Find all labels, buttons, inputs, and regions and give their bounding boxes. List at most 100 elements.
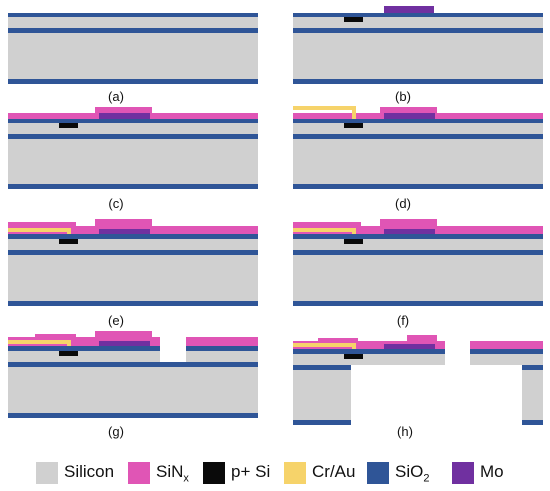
panel-label: (a) bbox=[108, 89, 124, 104]
sio2-top-layer bbox=[293, 13, 543, 17]
sio2-bottom-layer bbox=[293, 301, 543, 306]
p-plus-si-doping bbox=[344, 123, 363, 128]
cr-au-contact-horizontal bbox=[293, 228, 356, 232]
panel-label: (g) bbox=[108, 424, 124, 439]
p-plus-si-doping bbox=[59, 351, 78, 356]
sio2-box-layer bbox=[293, 134, 543, 139]
legend-swatch-mo bbox=[452, 462, 474, 484]
sio2-bottom-layer bbox=[293, 184, 543, 189]
mo-electrode bbox=[99, 229, 150, 234]
mo-electrode bbox=[384, 344, 435, 349]
device-silicon-layer bbox=[8, 17, 258, 28]
panel-label: (h) bbox=[397, 424, 413, 439]
panel-h: (h) bbox=[293, 335, 543, 439]
sio2-top-layer-right bbox=[186, 346, 258, 351]
legend-swatch-sio2 bbox=[367, 462, 389, 484]
sinx-bump bbox=[95, 107, 152, 113]
legend-item-mo: Mo bbox=[452, 462, 504, 484]
sio2-box-layer bbox=[293, 28, 543, 33]
panel-label: (c) bbox=[108, 196, 123, 211]
mo-electrode bbox=[99, 113, 150, 119]
sio2-top-layer-right bbox=[470, 349, 543, 354]
sio2-bottom-layer-left bbox=[293, 420, 351, 425]
sio2-bottom-layer bbox=[8, 79, 258, 84]
device-silicon-layer bbox=[293, 17, 543, 28]
device-silicon-layer bbox=[8, 351, 160, 362]
cr-au-contact-horizontal bbox=[8, 340, 71, 344]
panel-b: (b) bbox=[293, 6, 543, 104]
panel-d: (d) bbox=[293, 106, 543, 211]
cr-au-contact-horizontal bbox=[8, 228, 71, 232]
legend-label-p-plus-si: p+ Si bbox=[231, 461, 271, 481]
panel-label: (b) bbox=[395, 89, 411, 104]
legend-item-sinx: SiNx bbox=[128, 462, 189, 484]
legend-label-silicon: Silicon bbox=[64, 461, 115, 481]
sio2-box-layer bbox=[8, 362, 258, 367]
sio2-box-layer bbox=[8, 250, 258, 255]
legend-label-mo: Mo bbox=[480, 461, 504, 481]
silicon-substrate bbox=[8, 367, 258, 413]
sinx-bump bbox=[380, 219, 437, 226]
panel-label: (d) bbox=[395, 196, 411, 211]
legend-swatch-p-plus-si bbox=[203, 462, 225, 484]
mo-electrode bbox=[384, 229, 435, 234]
device-silicon-layer bbox=[8, 239, 258, 250]
p-plus-si-doping bbox=[344, 17, 363, 22]
cr-au-contact-horizontal bbox=[293, 106, 356, 110]
p-plus-si-doping bbox=[59, 123, 78, 128]
silicon-substrate-left bbox=[293, 370, 351, 420]
sinx-bump bbox=[95, 219, 152, 226]
sio2-box-layer bbox=[293, 250, 543, 255]
sio2-box-layer bbox=[8, 28, 258, 33]
sio2-box-layer bbox=[8, 134, 258, 139]
silicon-substrate bbox=[293, 33, 543, 79]
sinx-bump bbox=[95, 331, 152, 337]
p-plus-si-doping bbox=[344, 354, 363, 359]
sio2-bottom-layer bbox=[8, 301, 258, 306]
legend-label-cr-au: Cr/Au bbox=[312, 461, 356, 481]
sio2-top-layer bbox=[293, 119, 543, 123]
panel-e: (e) bbox=[8, 219, 258, 328]
sio2-bottom-layer-right bbox=[522, 420, 543, 425]
legend-item-p-plus-si: p+ Si bbox=[203, 462, 270, 484]
legend-item-cr-au: Cr/Au bbox=[284, 462, 355, 484]
p-plus-si-doping bbox=[59, 239, 78, 244]
legend-label-sinx: SiNx bbox=[156, 461, 189, 485]
device-silicon-layer-right bbox=[186, 351, 258, 362]
legend-item-sio2: SiO2 bbox=[367, 462, 429, 484]
sinx-passivation-layer bbox=[293, 341, 445, 349]
legend-swatch-silicon bbox=[36, 462, 58, 484]
legend-label-sio2: SiO2 bbox=[395, 461, 430, 485]
cr-au-contact-horizontal bbox=[293, 343, 356, 347]
panel-label: (e) bbox=[108, 313, 124, 328]
sinx-bump bbox=[380, 107, 437, 113]
sio2-bottom-layer bbox=[8, 184, 258, 189]
sinx-right-segment bbox=[470, 341, 543, 349]
silicon-substrate bbox=[293, 255, 543, 301]
panel-c: (c) bbox=[8, 107, 258, 211]
panel-g: (g) bbox=[8, 331, 258, 439]
sinx-passivation-layer bbox=[8, 337, 160, 346]
silicon-substrate bbox=[8, 33, 258, 79]
panel-label: (f) bbox=[397, 313, 409, 328]
legend-item-silicon: Silicon bbox=[36, 462, 114, 484]
p-plus-si-doping bbox=[344, 239, 363, 244]
sio2-top-layer bbox=[8, 346, 160, 351]
device-silicon-layer bbox=[293, 354, 445, 365]
legend-swatch-cr-au bbox=[284, 462, 306, 484]
sio2-bottom-layer bbox=[293, 79, 543, 84]
cr-au-contact-vertical bbox=[352, 106, 356, 124]
sio2-box-layer-left bbox=[293, 365, 351, 370]
mo-electrode bbox=[384, 6, 434, 13]
sinx-bump bbox=[407, 335, 437, 341]
panel-a: (a) bbox=[8, 13, 258, 104]
sinx-right-segment bbox=[186, 337, 258, 346]
silicon-substrate bbox=[293, 139, 543, 184]
sio2-top-layer bbox=[293, 234, 543, 239]
sio2-top-layer bbox=[8, 13, 258, 17]
sio2-bottom-layer bbox=[8, 413, 258, 418]
panel-f: (f) bbox=[293, 219, 543, 328]
device-silicon-layer bbox=[293, 123, 543, 134]
silicon-substrate-right bbox=[522, 370, 543, 420]
sio2-top-layer bbox=[293, 349, 445, 354]
